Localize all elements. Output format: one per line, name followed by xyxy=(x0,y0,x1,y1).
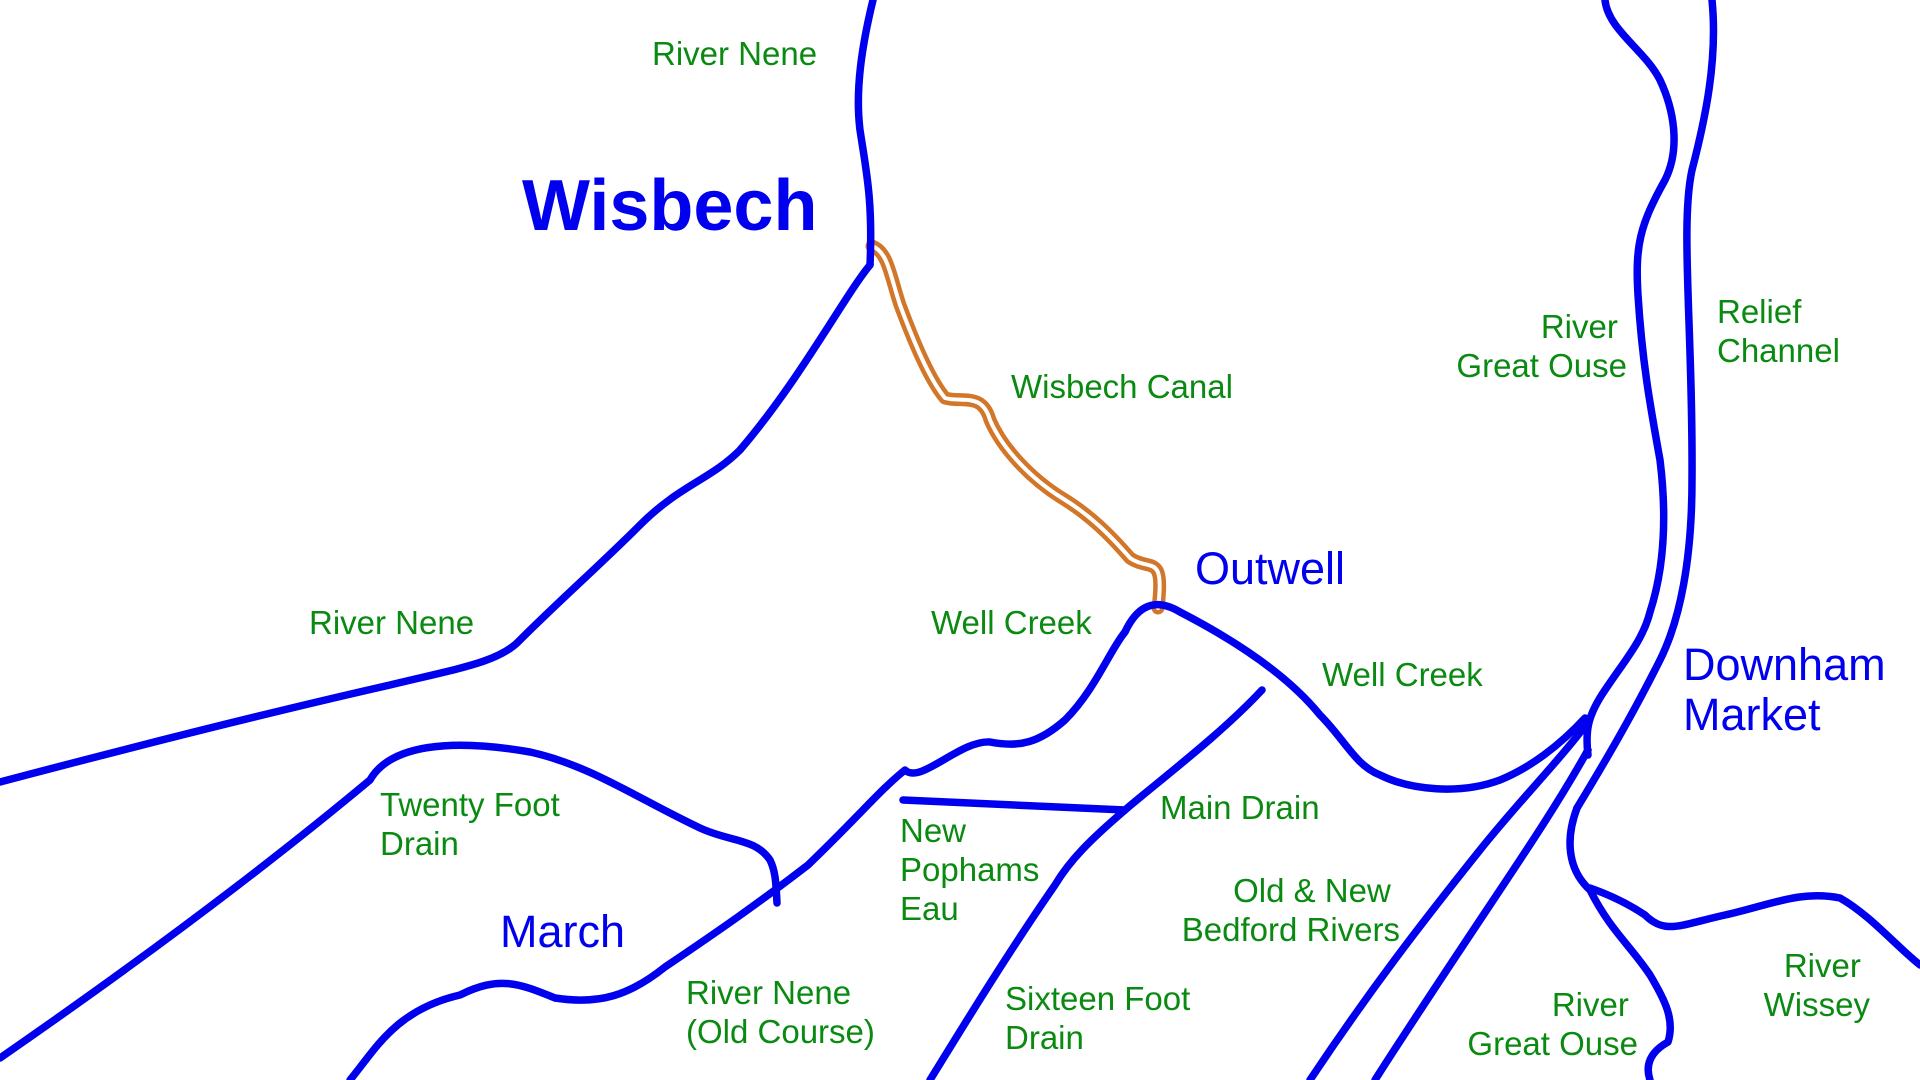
town-label-march: March xyxy=(500,906,625,957)
river-great-ouse-north xyxy=(1583,0,1678,759)
new-pophams-eau xyxy=(899,796,1129,814)
label-river-nene-old-course: River Nene (Old Course) xyxy=(686,974,875,1050)
new-bedford-river xyxy=(1371,746,1592,1080)
town-label-line: Market xyxy=(1683,689,1821,740)
label-river-great-ouse-south: River Great Ouse xyxy=(1467,986,1638,1062)
label-line: Old & New xyxy=(1233,872,1391,909)
label-line: Great Ouse xyxy=(1467,1025,1638,1062)
label-line: Pophams xyxy=(900,851,1039,888)
label-wisbech-canal: Wisbech Canal xyxy=(1011,368,1233,405)
label-old-new-bedford-rivers: Old & New Bedford Rivers xyxy=(1182,872,1400,948)
label-line: New xyxy=(900,812,966,849)
river-great-ouse-south xyxy=(1566,804,1675,1080)
label-river-great-ouse-north: River Great Ouse xyxy=(1456,308,1627,384)
label-line: Great Ouse xyxy=(1456,347,1627,384)
label-main-drain: Main Drain xyxy=(1160,789,1320,826)
label-river-nene-west: River Nene xyxy=(309,604,474,641)
sixteen-foot-drain xyxy=(926,686,1266,1080)
label-line: River xyxy=(1541,308,1618,345)
label-line: Eau xyxy=(900,890,959,927)
label-line: Twenty Foot xyxy=(380,786,560,823)
town-label-outwell: Outwell xyxy=(1195,543,1345,594)
label-line: Wissey xyxy=(1764,986,1871,1023)
well-creek-east xyxy=(1121,600,1589,793)
label-relief-channel: Relief Channel xyxy=(1717,293,1840,369)
label-line: River xyxy=(1784,947,1861,984)
label-well-creek-west: Well Creek xyxy=(931,604,1092,641)
river-nene-north xyxy=(854,0,877,269)
label-line: River Nene xyxy=(686,974,851,1011)
label-line: Drain xyxy=(1005,1019,1084,1056)
town-label-line: Downham xyxy=(1683,639,1886,690)
old-bedford-river xyxy=(1306,718,1592,1080)
label-sixteen-foot-drain: Sixteen Foot Drain xyxy=(1005,980,1199,1056)
label-well-creek-east: Well Creek xyxy=(1322,656,1483,693)
wisbech-canal xyxy=(865,239,1167,615)
label-new-pophams-eau: New Pophams Eau xyxy=(900,812,1049,927)
town-labels: Wisbech Outwell March Downham Market xyxy=(500,166,1898,957)
label-line: Drain xyxy=(380,825,459,862)
relief-channel xyxy=(1573,0,1718,812)
label-river-wissey: River Wissey xyxy=(1764,947,1871,1023)
label-twenty-foot-drain: Twenty Foot Drain xyxy=(380,786,569,862)
waterway-labels: River Nene River Nene Wisbech Canal Well… xyxy=(309,35,1870,1062)
label-line: Relief xyxy=(1717,293,1802,330)
label-line: River xyxy=(1552,986,1629,1023)
river-nene-west xyxy=(0,261,874,786)
well-creek xyxy=(346,628,1129,1080)
label-line: Sixteen Foot xyxy=(1005,980,1190,1017)
twenty-foot-drain xyxy=(0,741,781,1062)
label-river-nene-north: River Nene xyxy=(652,35,817,72)
town-label-downham-market: Downham Market xyxy=(1683,639,1898,740)
town-label-wisbech: Wisbech xyxy=(522,166,817,246)
label-line: Channel xyxy=(1717,332,1840,369)
label-line: (Old Course) xyxy=(686,1013,875,1050)
label-line: Bedford Rivers xyxy=(1182,911,1400,948)
river-wissey xyxy=(1586,884,1920,969)
